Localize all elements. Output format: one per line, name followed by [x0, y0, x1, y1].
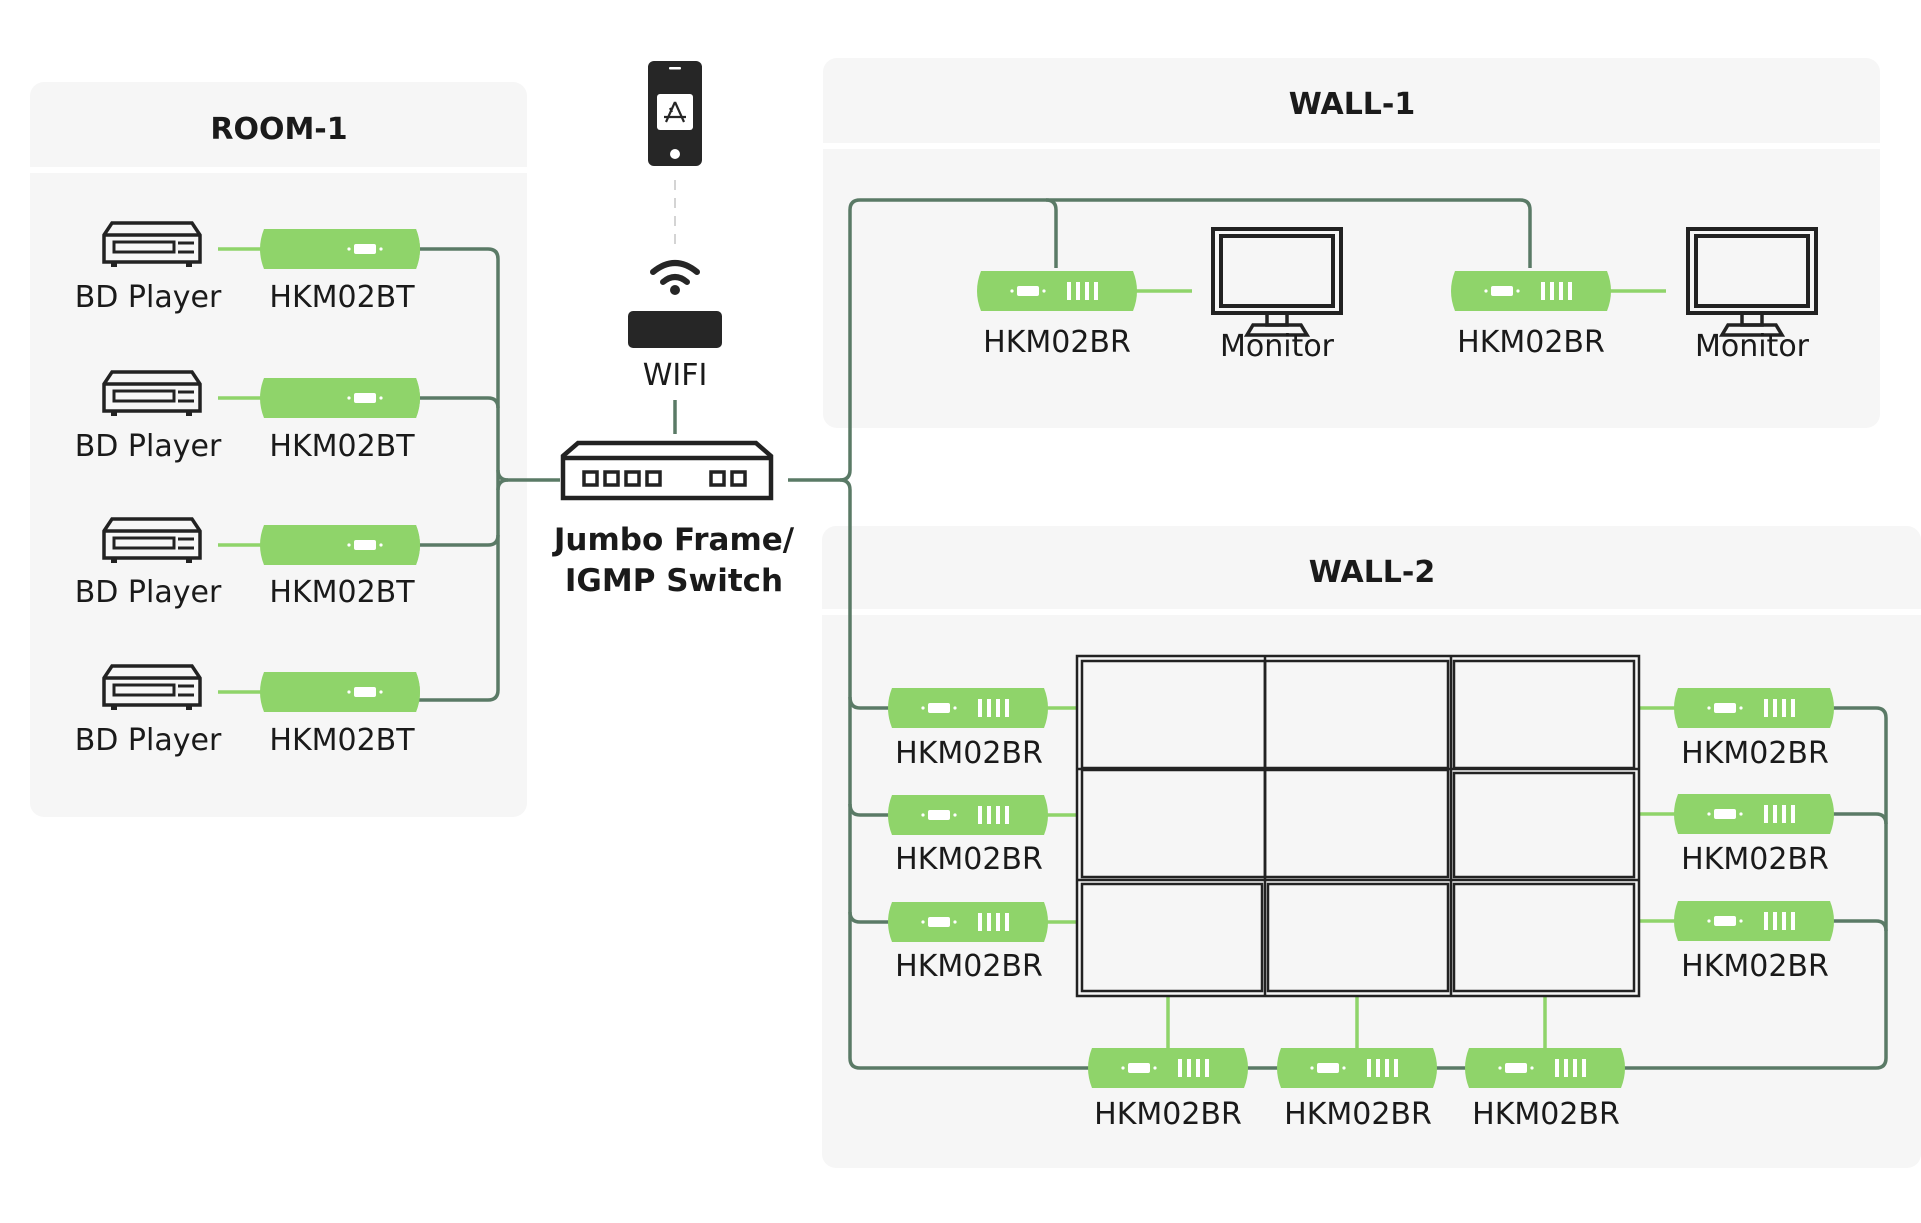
room1-row: BD Player HKM02BT — [75, 664, 420, 758]
source-label: BD Player — [75, 429, 222, 464]
screen-tile — [1080, 882, 1264, 993]
receiver-label: HKM02BR — [1472, 1097, 1620, 1132]
receiver-label: HKM02BR — [1681, 736, 1829, 771]
receiver-icon[interactable] — [1674, 901, 1834, 941]
switch-label-line1: Jumbo Frame/ — [552, 522, 795, 558]
receiver-icon[interactable] — [1088, 1048, 1248, 1088]
room1-row: BD Player HKM02BT — [75, 370, 420, 464]
receiver-icon[interactable] — [977, 271, 1137, 311]
room1-row: BD Player HKM02BT — [75, 221, 420, 315]
wall2-right-receiver: HKM02BR — [1674, 901, 1834, 984]
switch-label-line2: IGMP Switch — [565, 563, 783, 599]
wall1-title: WALL-1 — [1289, 87, 1416, 122]
receiver-icon[interactable] — [1465, 1048, 1625, 1088]
receiver-icon[interactable] — [1451, 271, 1611, 311]
receiver-icon[interactable] — [888, 795, 1048, 835]
receiver-label: HKM02BR — [983, 325, 1131, 360]
wall2-bottom-receiver: HKM02BR — [1465, 1048, 1625, 1132]
wall2-left-receiver: HKM02BR — [888, 688, 1048, 771]
wall2-left-receiver: HKM02BR — [888, 795, 1048, 877]
receiver-icon[interactable] — [1674, 688, 1834, 728]
receiver-label: HKM02BR — [1284, 1097, 1432, 1132]
wall1-pair: HKM02BR Monitor — [977, 227, 1343, 364]
wifi-icon — [650, 260, 700, 295]
source-label: BD Player — [75, 280, 222, 315]
wall2-right-receiver: HKM02BR — [1674, 794, 1834, 877]
receiver-icon[interactable] — [1674, 794, 1834, 834]
wall2-title: WALL-2 — [1309, 555, 1436, 590]
transmitter-label: HKM02BT — [269, 575, 415, 610]
receiver-icon[interactable] — [888, 902, 1048, 942]
receiver-label: HKM02BR — [1094, 1097, 1242, 1132]
wall1-panel: WALL-1 — [823, 58, 1880, 428]
screen-tile — [1266, 882, 1450, 993]
transmitter-label: HKM02BT — [269, 280, 415, 315]
transmitter-icon[interactable] — [260, 525, 420, 565]
source-label: BD Player — [75, 723, 222, 758]
screen-tile — [1452, 882, 1636, 993]
network-switch-icon[interactable] — [560, 440, 774, 501]
wall1-pair: HKM02BR Monitor — [1451, 227, 1818, 364]
wifi-router-icon[interactable] — [628, 311, 722, 348]
receiver-label: HKM02BR — [895, 949, 1043, 984]
av-cabling — [218, 247, 1690, 1048]
transmitter-icon[interactable] — [260, 229, 420, 269]
wall2-panel: WALL-2 — [822, 526, 1921, 1168]
wifi-label: WIFI — [643, 358, 708, 393]
room1-title: ROOM-1 — [210, 112, 347, 147]
wall2-right-receiver: HKM02BR — [1674, 688, 1834, 771]
network-cabling — [398, 198, 1888, 1070]
transmitter-label: HKM02BT — [269, 429, 415, 464]
receiver-label: HKM02BR — [1681, 949, 1829, 984]
transmitter-label: HKM02BT — [269, 723, 415, 758]
receiver-label: HKM02BR — [1681, 842, 1829, 877]
display-label: Monitor — [1695, 329, 1810, 364]
receiver-icon[interactable] — [1277, 1048, 1437, 1088]
wall2-left-receiver: HKM02BR — [888, 902, 1048, 984]
receiver-label: HKM02BR — [1457, 325, 1605, 360]
receiver-icon[interactable] — [888, 688, 1048, 728]
smartphone-app-store-icon[interactable] — [648, 61, 702, 166]
receiver-label: HKM02BR — [895, 736, 1043, 771]
room1-row: BD Player HKM02BT — [75, 517, 420, 610]
wall2-bottom-receiver: HKM02BR — [1277, 1048, 1437, 1132]
video-wall-3x3 — [1075, 654, 1641, 998]
transmitter-icon[interactable] — [260, 672, 420, 712]
receiver-label: HKM02BR — [895, 842, 1043, 877]
wall2-bottom-receiver: HKM02BR — [1088, 1048, 1248, 1132]
screen-tile — [1452, 771, 1636, 879]
display-label: Monitor — [1220, 329, 1335, 364]
source-label: BD Player — [75, 575, 222, 610]
transmitter-icon[interactable] — [260, 378, 420, 418]
